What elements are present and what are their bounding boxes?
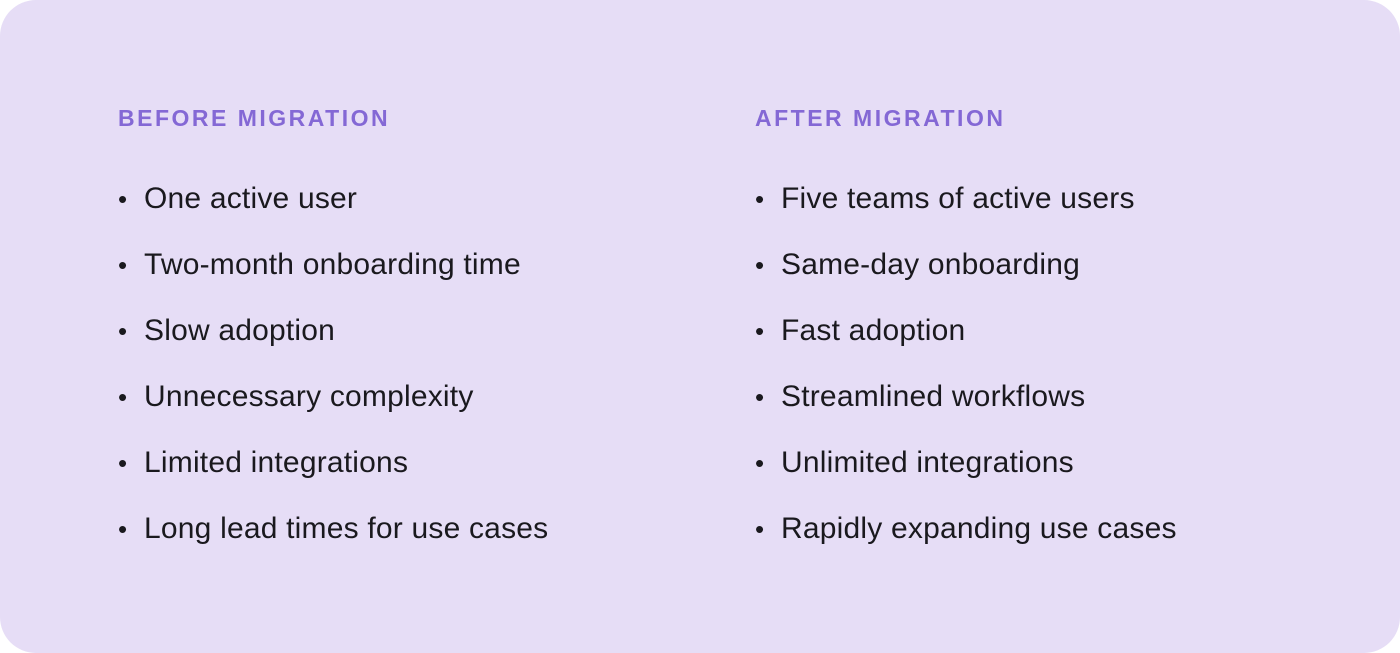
bullet-icon: • — [755, 184, 765, 214]
list-item-text: Streamlined workflows — [781, 380, 1086, 413]
list-item-text: Two-month onboarding time — [144, 248, 521, 281]
list-item-text: Slow adoption — [144, 314, 336, 347]
before-migration-list: • One active user • Two-month onboarding… — [118, 182, 755, 546]
list-item: • Streamlined workflows — [755, 380, 1392, 414]
list-item: • Five teams of active users — [755, 182, 1392, 216]
bullet-icon: • — [118, 514, 128, 544]
list-item-text: Same-day onboarding — [781, 248, 1080, 281]
list-item: • Slow adoption — [118, 314, 755, 348]
list-item: • Same-day onboarding — [755, 248, 1392, 282]
bullet-icon: • — [118, 184, 128, 214]
list-item-text: Fast adoption — [781, 314, 966, 347]
bullet-icon: • — [755, 448, 765, 478]
list-item-text: Unlimited integrations — [781, 446, 1074, 479]
list-item-text: Long lead times for use cases — [144, 512, 549, 545]
list-item-text: Rapidly expanding use cases — [781, 512, 1177, 545]
bullet-icon: • — [755, 250, 765, 280]
list-item: • Long lead times for use cases — [118, 512, 755, 546]
list-item-text: One active user — [144, 182, 358, 215]
before-migration-heading: BEFORE MIGRATION — [118, 105, 391, 131]
after-migration-list: • Five teams of active users • Same-day … — [755, 182, 1392, 546]
before-migration-column: BEFORE MIGRATION • One active user • Two… — [118, 104, 755, 653]
bullet-icon: • — [118, 250, 128, 280]
bullet-icon: • — [755, 514, 765, 544]
list-item-text: Five teams of active users — [781, 182, 1135, 215]
list-item: • Fast adoption — [755, 314, 1392, 348]
bullet-icon: • — [118, 382, 128, 412]
list-item: • Limited integrations — [118, 446, 755, 480]
list-item-text: Unnecessary complexity — [144, 380, 474, 413]
list-item: • Rapidly expanding use cases — [755, 512, 1392, 546]
list-item: • Two-month onboarding time — [118, 248, 755, 282]
bullet-icon: • — [118, 316, 128, 346]
after-migration-heading: AFTER MIGRATION — [755, 105, 1006, 131]
list-item: • One active user — [118, 182, 755, 216]
bullet-icon: • — [118, 448, 128, 478]
after-migration-column: AFTER MIGRATION • Five teams of active u… — [755, 104, 1392, 653]
list-item: • Unnecessary complexity — [118, 380, 755, 414]
list-item: • Unlimited integrations — [755, 446, 1392, 480]
bullet-icon: • — [755, 316, 765, 346]
bullet-icon: • — [755, 382, 765, 412]
list-item-text: Limited integrations — [144, 446, 409, 479]
